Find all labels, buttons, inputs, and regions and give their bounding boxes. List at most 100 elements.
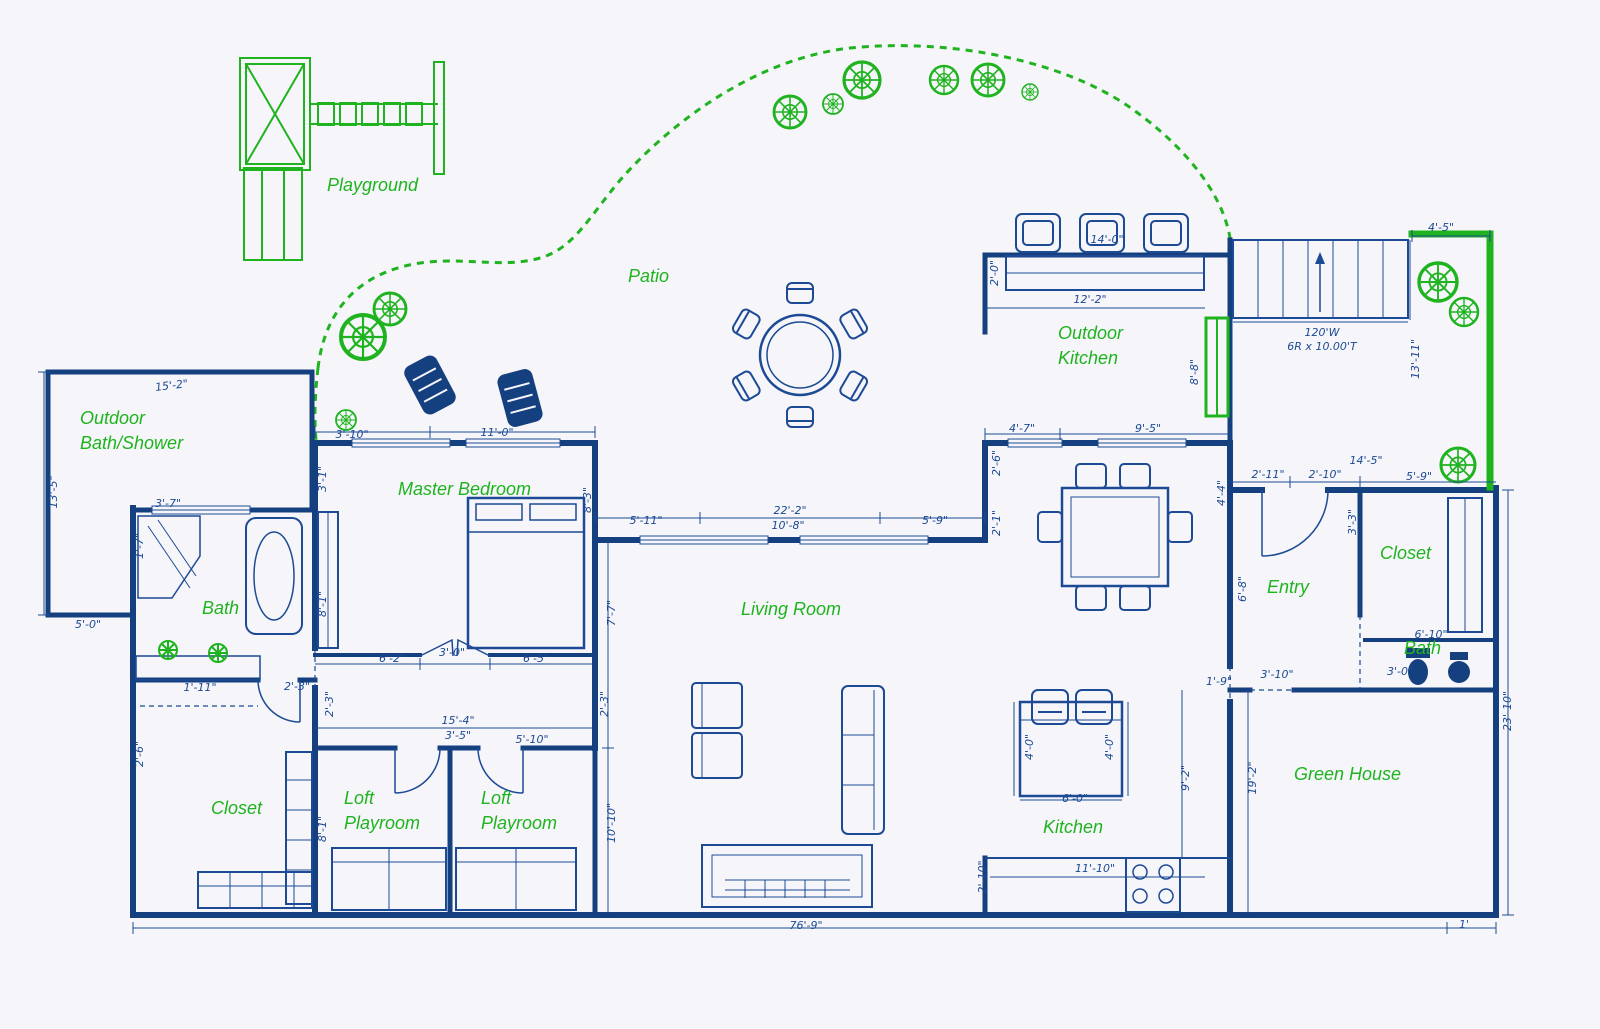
dimension-label: 76'-9": [789, 919, 822, 932]
dimension-label: 1'-7": [133, 533, 146, 559]
dimension-label: 22'-2": [773, 504, 806, 517]
dimension-lines: [38, 230, 1514, 934]
dimension-label: 11'-0": [480, 426, 513, 439]
dimension-label: 2'-3": [598, 691, 611, 717]
dimension-label: 6'-10": [1414, 628, 1447, 641]
dimension-label: 11'-10": [1075, 862, 1115, 875]
dimension-label: 120'W: [1305, 326, 1341, 339]
living-room-furniture: [691, 682, 885, 908]
dimension-label: 2'-3": [323, 691, 336, 717]
dimension-label: 4'-4": [1215, 480, 1228, 506]
dimension-label: 1': [1459, 918, 1469, 931]
dimension-label: 3'-1": [316, 466, 329, 492]
dimension-label: 1'-9": [1206, 675, 1232, 688]
dimension-label: 13'-11": [1409, 339, 1422, 379]
room-label-closet-left: Closet: [211, 798, 263, 818]
patio-boundary-path: [313, 44, 1232, 441]
dimension-label: 19'-2": [1246, 761, 1259, 794]
dimension-label: 3'-10": [335, 428, 368, 441]
dimension-label: 2'-0": [988, 260, 1001, 286]
dimension-label: 15'-4": [441, 714, 474, 727]
dimension-label: 4'-0": [1103, 734, 1116, 760]
dimension-label: 3'-0": [1387, 665, 1413, 678]
dimension-label: 6'-5": [523, 652, 549, 665]
dimension-label: 6R x 10.00'T: [1287, 340, 1358, 353]
kitchen-furniture: [985, 463, 1230, 913]
master-bedroom-furniture: [317, 496, 586, 650]
lounge-chairs: [404, 355, 543, 427]
dimension-label: 4'-0": [1023, 734, 1036, 760]
bath-right-fixtures: [1406, 648, 1470, 685]
dimension-label: 8'-3": [581, 487, 594, 513]
dimension-label: 6'-0": [1062, 792, 1088, 805]
outdoor-kitchen-furniture: [1005, 213, 1205, 291]
loft-furniture: [331, 847, 577, 911]
stairs: [1232, 239, 1411, 323]
dimension-label: 14'-0": [1090, 233, 1123, 246]
dimension-label: 2'-6": [133, 741, 146, 767]
dimension-label: 23'-10": [1501, 691, 1514, 731]
windows: [151, 438, 1187, 545]
dimension-label: 3'-0": [439, 646, 465, 659]
room-label-master-bedroom: Master Bedroom: [398, 479, 531, 499]
room-label-kitchen: Kitchen: [1043, 817, 1103, 837]
room-label-bath-left: Bath: [202, 598, 239, 618]
dimension-label: 8'-1": [316, 816, 329, 842]
dimension-label: 3'-5": [445, 729, 471, 742]
dimension-label: 13'-5": [47, 475, 60, 508]
dimension-label: 2'-3": [284, 680, 310, 693]
room-label-patio: Patio: [628, 266, 669, 286]
room-label-living-room: Living Room: [741, 599, 841, 619]
dimension-label: 14'-5": [1349, 454, 1382, 467]
dimension-label: 8'-1": [316, 591, 329, 617]
dimension-label: 15'-2": [154, 377, 188, 394]
dimension-label: 10'-10": [605, 803, 618, 843]
dimension-label: 2'-10": [1308, 468, 1341, 481]
dimension-label: 9'-2": [1179, 765, 1192, 791]
green-door: [1204, 316, 1230, 418]
dimension-label: 2'-10": [976, 860, 989, 893]
dimension-label: 3'-10": [1260, 668, 1293, 681]
dimension-label: 2'-6": [990, 450, 1003, 476]
playground-structure: [239, 57, 445, 261]
dimension-label: 2'-11": [1251, 468, 1284, 481]
dimension-label: 12'-2": [1073, 293, 1106, 306]
dimension-label: 8'-8": [1188, 359, 1201, 385]
dimension-label: 3'-3": [1346, 509, 1359, 535]
room-label-playground: Playground: [327, 175, 419, 195]
dimension-label: 4'-5": [1428, 221, 1454, 234]
dimension-label: 5'-10": [515, 733, 548, 746]
interior-walls: [130, 487, 1499, 918]
bath-left-fixtures: [135, 515, 303, 681]
closet-right-furniture: [1447, 497, 1483, 633]
dimension-label: 6'-2": [379, 652, 405, 665]
dimension-label: 6'-8": [1236, 576, 1249, 602]
dimension-label: 5'-9": [922, 514, 948, 527]
closet-left-furniture: [197, 751, 313, 909]
dimension-label: 10'-8": [771, 519, 804, 532]
room-label-green-house: Green House: [1294, 764, 1401, 784]
dimension-label: 5'-11": [629, 514, 662, 527]
room-label-bath-right: Bath: [1404, 638, 1441, 658]
room-label-closet-right: Closet: [1380, 543, 1432, 563]
dimension-label: 2'-1": [990, 510, 1003, 536]
dimension-label: 1'-11": [183, 681, 216, 694]
room-label-entry: Entry: [1267, 577, 1310, 597]
dimension-label: 5'-0": [75, 618, 101, 631]
dimension-label: 3'-7": [155, 497, 181, 510]
doors: [257, 316, 1329, 794]
dimension-label: 9'-5": [1135, 422, 1161, 435]
stove: [1125, 857, 1181, 913]
dimension-label: 7'-7": [605, 600, 618, 626]
patio-dining-set: [731, 282, 869, 428]
dimension-labels: 15'-2" 13'-5" 3'-7" 1'-7" 5'-0" 1'-11" 2'-3" 2'…: [47, 221, 1514, 932]
dimension-label: 4'-7": [1009, 422, 1035, 435]
